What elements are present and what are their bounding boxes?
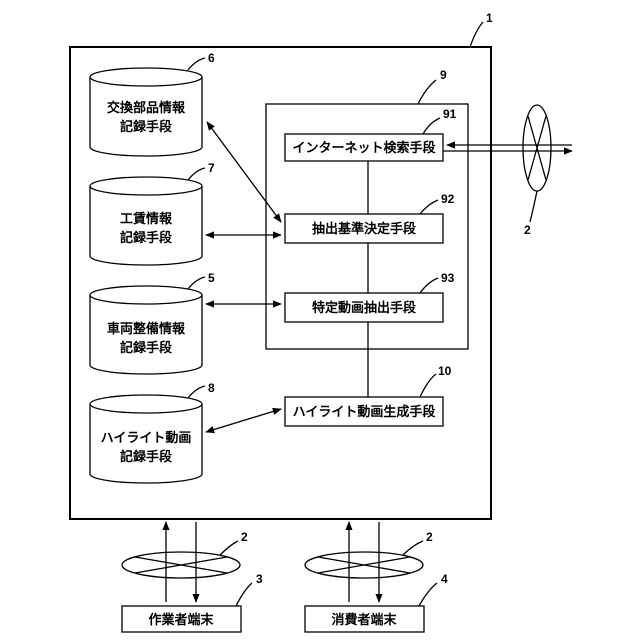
- module-internet-search-label: インターネット検索手段: [292, 140, 435, 156]
- database-parts-exchange: 交換部品情報 記録手段: [90, 68, 202, 156]
- leader-highlight-video-db: [188, 386, 205, 398]
- db-highlight-video-line1: ハイライト動画: [101, 430, 192, 446]
- ref-system: 1: [486, 11, 493, 25]
- ref-highlight-generation: 10: [438, 364, 452, 378]
- leader-consumer-terminal: [419, 583, 437, 606]
- ref-highlight-video-db: 8: [208, 381, 215, 395]
- ref-specific-video-extraction: 93: [441, 271, 455, 285]
- leader-highlight-generation: [420, 374, 436, 397]
- module-specific-video-extraction-label: 特定動画抽出手段: [312, 300, 416, 316]
- consumer-terminal-label: 消費者端末: [331, 612, 397, 628]
- db-vehicle-maintenance-line1: 車両整備情報: [107, 321, 186, 337]
- worker-terminal-label: 作業者端末: [148, 612, 214, 628]
- leader-system: [470, 22, 483, 47]
- db-parts-exchange-line1: 交換部品情報: [107, 100, 186, 116]
- ref-network-worker: 2: [241, 530, 248, 544]
- ref-labor-db: 7: [208, 161, 215, 175]
- ref-vehicle-maintenance-db: 5: [208, 271, 215, 285]
- database-labor: 工賃情報 記録手段: [90, 177, 202, 265]
- network-worker: [122, 552, 240, 578]
- leader-processing-unit: [418, 80, 436, 104]
- ref-network-right: 2: [524, 223, 531, 237]
- leader-network-right: [530, 191, 537, 222]
- leader-parts-exchange-db: [188, 58, 205, 70]
- db-labor-line2: 記録手段: [120, 230, 172, 246]
- db-vehicle-maintenance-line2: 記録手段: [120, 340, 172, 356]
- leader-network-worker: [220, 541, 238, 555]
- module-criteria-determination-label: 抽出基準決定手段: [312, 221, 416, 237]
- db-highlight-video-line2: 記録手段: [120, 449, 172, 465]
- module-highlight-generation-label: ハイライト動画生成手段: [293, 404, 436, 420]
- leader-labor-db: [188, 168, 205, 180]
- leader-network-consumer: [403, 541, 423, 555]
- ref-worker-terminal: 3: [256, 572, 263, 586]
- ref-processing-unit: 9: [440, 68, 447, 82]
- leader-vehicle-maintenance-db: [188, 277, 205, 289]
- db-labor-line1: 工賃情報: [120, 211, 173, 227]
- database-highlight-video: ハイライト動画 記録手段: [90, 395, 202, 483]
- ref-parts-exchange-db: 6: [208, 51, 215, 65]
- ref-criteria-determination: 92: [441, 192, 455, 206]
- ref-consumer-terminal: 4: [441, 572, 448, 586]
- arrow-highlight-db-to-generation: [206, 409, 281, 432]
- ref-internet-search: 91: [443, 107, 457, 121]
- database-vehicle-maintenance: 車両整備情報 記録手段: [90, 286, 202, 374]
- ref-network-consumer: 2: [426, 530, 433, 544]
- leader-worker-terminal: [236, 583, 252, 606]
- network-consumer: [305, 552, 423, 578]
- db-parts-exchange-line2: 記録手段: [120, 119, 172, 135]
- network-right: [523, 105, 551, 191]
